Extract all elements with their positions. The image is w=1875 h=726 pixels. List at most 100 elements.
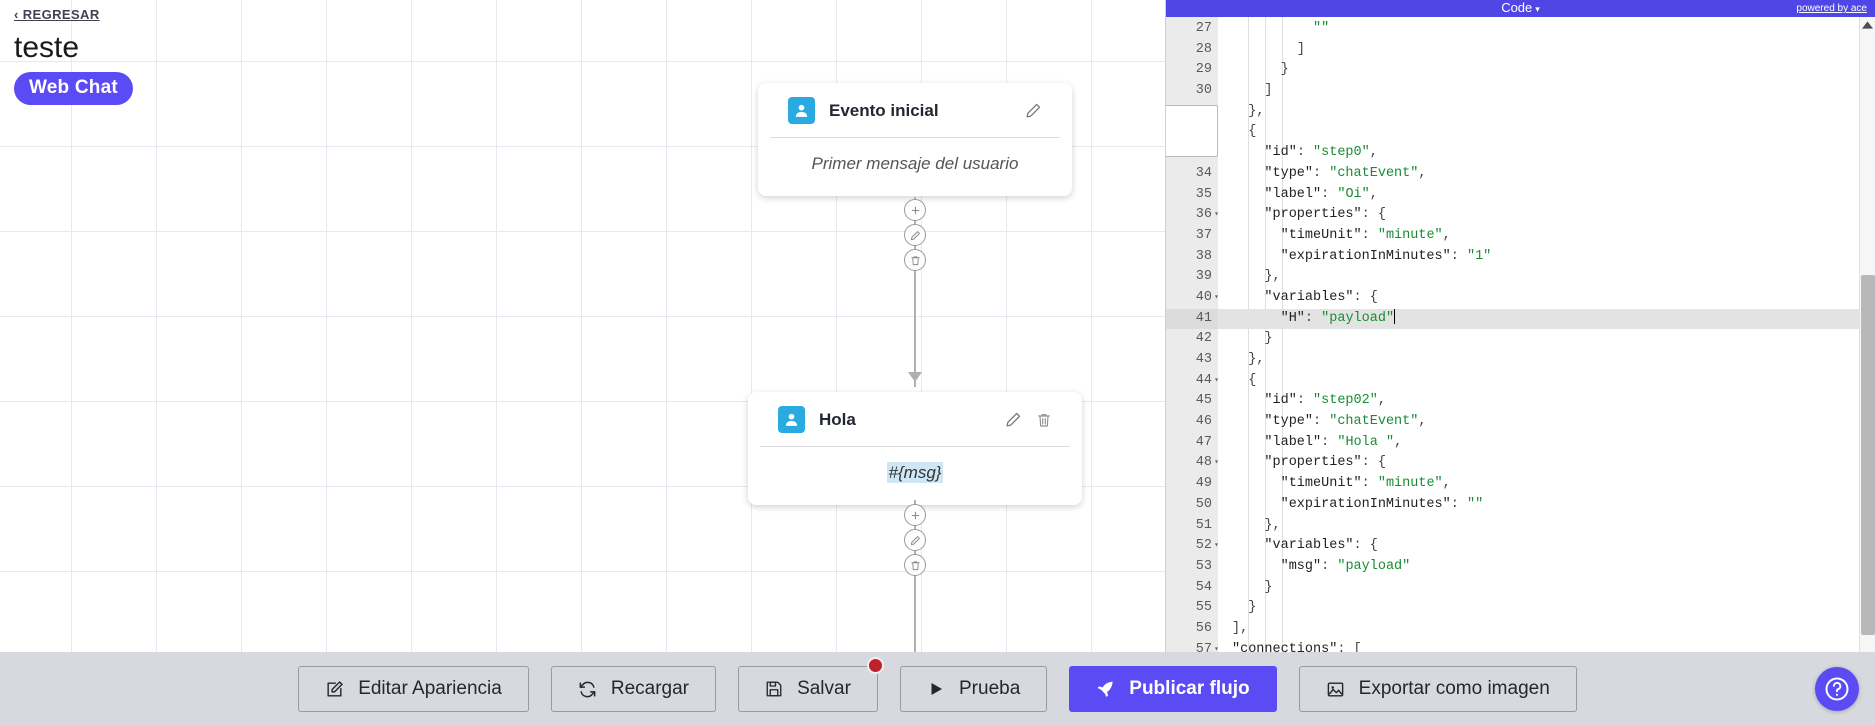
connector-add-button[interactable] xyxy=(904,199,926,221)
code-line[interactable]: } xyxy=(1264,579,1273,595)
gutter-line-number: 44▾ xyxy=(1166,371,1219,392)
code-editor-title[interactable]: Code▾ xyxy=(1166,0,1875,18)
gutter-line-number: 46 xyxy=(1195,414,1212,430)
code-line[interactable]: }, xyxy=(1218,267,1875,288)
edit-icon[interactable] xyxy=(1005,411,1022,428)
code-line[interactable]: "variables": { xyxy=(1264,538,1378,554)
code-line[interactable]: ], xyxy=(1232,620,1249,636)
gutter-line-number: 36▾ xyxy=(1166,205,1219,226)
fold-toggle-icon[interactable]: ▾ xyxy=(1214,458,1219,468)
code-line[interactable]: } xyxy=(1248,600,1257,616)
code-line[interactable]: } xyxy=(1280,62,1289,78)
fold-toggle-icon[interactable]: ▾ xyxy=(1214,644,1219,652)
button-label: Publicar flujo xyxy=(1129,678,1250,699)
play-icon xyxy=(927,680,945,698)
code-line[interactable]: } xyxy=(1264,331,1273,347)
edit-icon[interactable] xyxy=(1025,102,1042,119)
connector-edit-button[interactable] xyxy=(904,224,926,246)
fold-toggle-icon[interactable]: ▾ xyxy=(1214,541,1219,551)
code-line[interactable]: "properties": { xyxy=(1264,455,1386,471)
node-header: Hola xyxy=(760,392,1070,447)
gutter-line-number: 40▾ xyxy=(1166,288,1219,309)
code-line[interactable]: "type": "chatEvent", xyxy=(1264,414,1427,430)
code-line[interactable]: "properties": { xyxy=(1264,207,1386,223)
bottom-toolbar: Editar Apariencia Recargar Salvar xyxy=(0,652,1875,726)
node-header: Evento inicial xyxy=(770,83,1060,138)
code-line[interactable]: "variables": { xyxy=(1218,287,1875,309)
connector-delete-button[interactable] xyxy=(904,249,926,271)
code-line[interactable]: }, xyxy=(1264,517,1281,533)
variable-token: #{msg} xyxy=(886,462,944,483)
code-line[interactable]: ] xyxy=(1296,41,1305,57)
unsaved-changes-badge xyxy=(867,657,884,674)
code-line[interactable]: "timeUnit": "minute", xyxy=(1280,227,1451,243)
gutter-line-number: 53 xyxy=(1195,558,1212,574)
code-editor-scrollbar[interactable] xyxy=(1859,17,1875,652)
gutter-line-number: 30 xyxy=(1195,83,1212,99)
text-selection-highlight xyxy=(1280,267,1875,288)
connector-delete-button[interactable] xyxy=(904,554,926,576)
reload-button[interactable]: Recargar xyxy=(550,666,716,712)
gutter-line-number: 37 xyxy=(1195,227,1212,243)
code-line[interactable]: { xyxy=(1248,124,1257,140)
button-label: Exportar como imagen xyxy=(1358,678,1550,699)
flow-canvas[interactable]: ‹ REGRESAR teste Web Chat Evento inicial xyxy=(0,0,1165,652)
code-line[interactable]: }, xyxy=(1248,352,1265,367)
gutter-line-number: 54 xyxy=(1195,579,1212,595)
code-line[interactable]: "expirationInMinutes": "1" xyxy=(1280,248,1492,264)
button-label: Recargar xyxy=(610,678,689,699)
pencil-square-icon xyxy=(325,680,344,699)
connector-arrow-1 xyxy=(908,372,922,382)
code-editor-area[interactable]: 272829303132▾33343536▾37383940▾41424344▾… xyxy=(1166,17,1875,652)
node-actions xyxy=(1025,102,1042,119)
code-line[interactable]: "H": "payload" xyxy=(1218,308,1875,330)
code-line[interactable]: { xyxy=(1248,372,1257,388)
node-title: Hola xyxy=(819,409,856,429)
connector-add-button[interactable] xyxy=(904,504,926,526)
code-line[interactable]: }, xyxy=(1248,103,1265,119)
code-line[interactable]: "label": "Oi", xyxy=(1264,186,1378,202)
gutter-line-number: 28 xyxy=(1195,41,1212,57)
fold-toggle-icon[interactable]: ▾ xyxy=(1214,375,1219,385)
gutter-line-number: 47 xyxy=(1195,434,1212,450)
save-button[interactable]: Salvar xyxy=(738,657,884,712)
gutter-line-number: 42 xyxy=(1195,331,1212,347)
collapse-panel-button[interactable]: ❯ xyxy=(1166,105,1218,157)
test-button[interactable]: Prueba xyxy=(900,666,1048,712)
gutter-line-number: 43 xyxy=(1195,352,1212,367)
code-line[interactable]: ] xyxy=(1264,83,1273,99)
connector-edit-button[interactable] xyxy=(904,529,926,551)
code-line[interactable]: "" xyxy=(1313,21,1330,36)
code-line[interactable]: "id": "step0", xyxy=(1264,145,1378,161)
code-line[interactable]: "msg": "payload" xyxy=(1280,558,1411,574)
code-line[interactable]: "label": "Hola ", xyxy=(1264,434,1403,450)
page-title: teste xyxy=(14,31,80,64)
editor-code-lines[interactable]: "" ] } ] }, { "id": "step0", "type": "ch… xyxy=(1218,17,1875,652)
flow-node-hola[interactable]: Hola #{msg} xyxy=(748,392,1082,505)
help-button[interactable] xyxy=(1815,667,1859,711)
publish-flow-button[interactable]: Publicar flujo xyxy=(1069,666,1277,712)
code-line[interactable]: "connections": [ xyxy=(1232,641,1362,652)
powered-by-link[interactable]: powered by ace xyxy=(1796,3,1867,14)
back-link[interactable]: ‹ REGRESAR xyxy=(14,7,100,22)
gutter-line-number: 27 xyxy=(1195,21,1212,36)
rocket-icon xyxy=(1096,680,1115,699)
edit-appearance-button[interactable]: Editar Apariencia xyxy=(298,666,529,712)
code-line[interactable]: "timeUnit": "minute", xyxy=(1280,476,1451,492)
channel-badge: Web Chat xyxy=(14,72,133,105)
gutter-line-number: 45 xyxy=(1195,393,1212,409)
connector-buttons-2 xyxy=(904,504,926,576)
code-line[interactable]: "expirationInMinutes": "" xyxy=(1280,496,1484,512)
scrollbar-thumb[interactable] xyxy=(1861,275,1875,635)
flow-node-evento-inicial[interactable]: Evento inicial Primer mensaje del usuari… xyxy=(758,83,1072,196)
code-line[interactable]: "id": "step02", xyxy=(1264,393,1386,409)
fold-toggle-icon[interactable]: ▾ xyxy=(1214,210,1219,220)
export-image-button[interactable]: Exportar como imagen xyxy=(1298,666,1577,712)
image-icon xyxy=(1326,680,1345,699)
code-line[interactable]: "type": "chatEvent", xyxy=(1264,165,1427,181)
scroll-up-arrow-icon[interactable] xyxy=(1860,17,1875,33)
fold-toggle-icon[interactable]: ▾ xyxy=(1214,292,1219,302)
gutter-line-number: 56 xyxy=(1195,620,1212,636)
delete-icon[interactable] xyxy=(1036,412,1052,428)
